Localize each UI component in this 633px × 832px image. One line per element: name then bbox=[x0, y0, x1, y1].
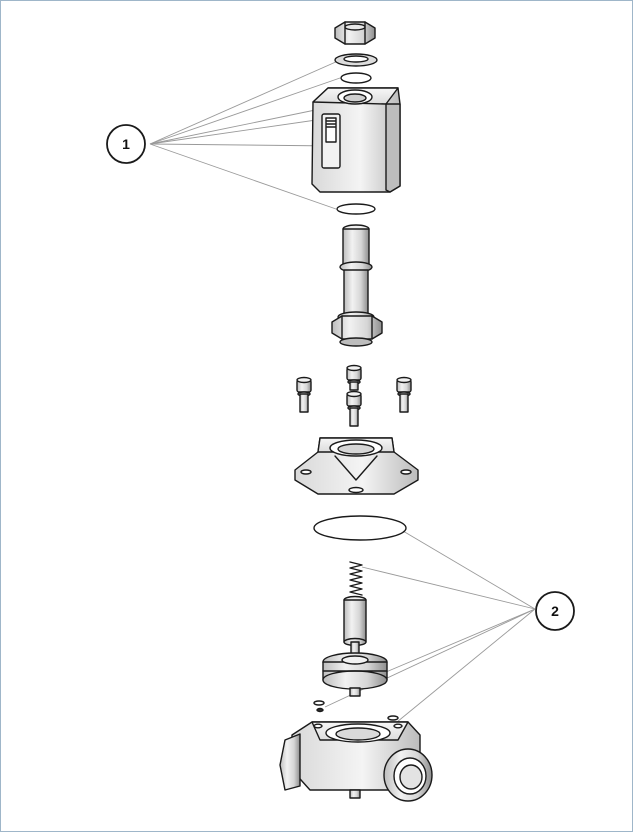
o-ring-diaphragm bbox=[313, 515, 407, 541]
o-ring-coil bbox=[336, 203, 376, 215]
plunger bbox=[343, 595, 367, 655]
spring bbox=[349, 561, 363, 596]
o-ring-small bbox=[340, 72, 372, 84]
hex-nut bbox=[334, 21, 376, 45]
armature-tube bbox=[331, 224, 383, 347]
callout-1-leaders bbox=[149, 60, 341, 210]
screws bbox=[296, 364, 412, 427]
valve-body bbox=[279, 721, 433, 802]
screw bbox=[346, 364, 362, 391]
callout-2: 2 bbox=[535, 591, 575, 631]
callout-1: 1 bbox=[106, 124, 146, 164]
screw bbox=[396, 376, 412, 413]
callout-2-label: 2 bbox=[551, 603, 559, 619]
screw bbox=[346, 390, 362, 427]
valve-bonnet bbox=[294, 437, 419, 495]
diaphragm-piston bbox=[322, 652, 388, 697]
screw bbox=[296, 376, 312, 413]
washer bbox=[334, 53, 378, 67]
callout-1-label: 1 bbox=[122, 136, 130, 152]
solenoid-coil bbox=[311, 87, 401, 193]
